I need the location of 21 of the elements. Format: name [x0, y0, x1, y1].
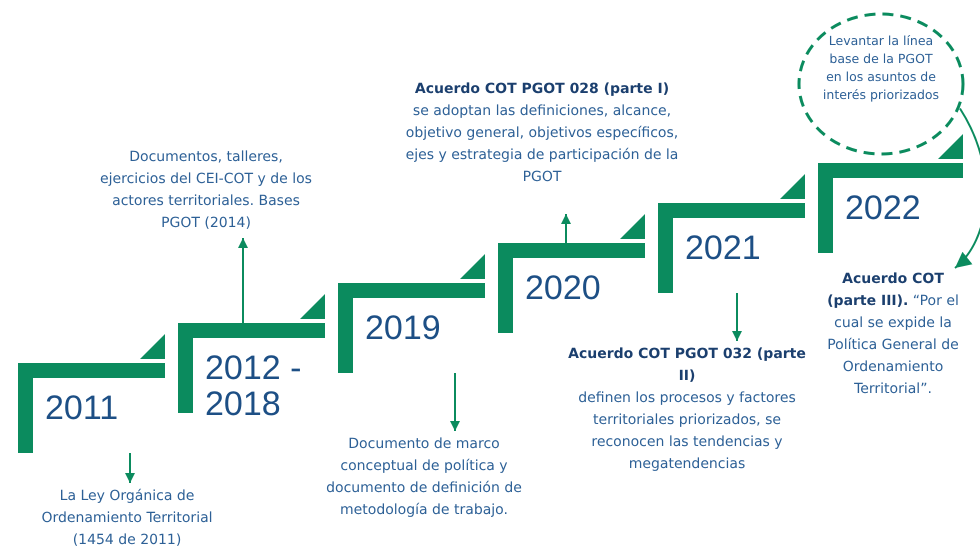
description-heading: Acuerdo COT PGOT 028 (parte I): [414, 80, 670, 99]
description-text: Acuerdo COT (parte III). “Por el cual se expide la Política General de Ordenamiento Territorial”.: [818, 268, 968, 402]
year-label: 2019: [365, 310, 442, 346]
year-label: 2022: [845, 190, 922, 226]
year-label: 2021: [685, 230, 762, 266]
year-label: 2012 - 2018: [205, 350, 302, 422]
arrow: [732, 293, 742, 341]
description-text: Documentos, talleres, ejercicios del CEI-COT y de los actores territoriales. Bases PGOT (2014): [95, 146, 317, 236]
year-label: 2011: [45, 390, 120, 426]
description-heading: Acuerdo COT PGOT 032 (parte II): [567, 345, 807, 386]
arrow: [125, 453, 135, 483]
arrow: [561, 214, 571, 243]
year-label: 2020: [525, 270, 602, 306]
arrow: [954, 108, 980, 269]
note-text: Levantar la línea base de la PGOT en los asuntos de interés priorizados: [822, 32, 940, 104]
arrow: [450, 373, 460, 431]
description-text: Documento de marco conceptual de política y documento de definición de metodología de trabajo.: [313, 433, 535, 545]
description-text: La Ley Orgánica de Ordenamiento Territorial (1454 de 2011): [22, 485, 232, 550]
description-text: se adoptan las definiciones, alcance, objetivo general, objetivos específicos, ejes y estrategia de participación de la PGOT: [404, 102, 680, 187]
arrow: [238, 238, 248, 323]
description-text: definen los procesos y factores territoriales priorizados, se reconocen las tendencias y megatendencias: [577, 389, 797, 474]
